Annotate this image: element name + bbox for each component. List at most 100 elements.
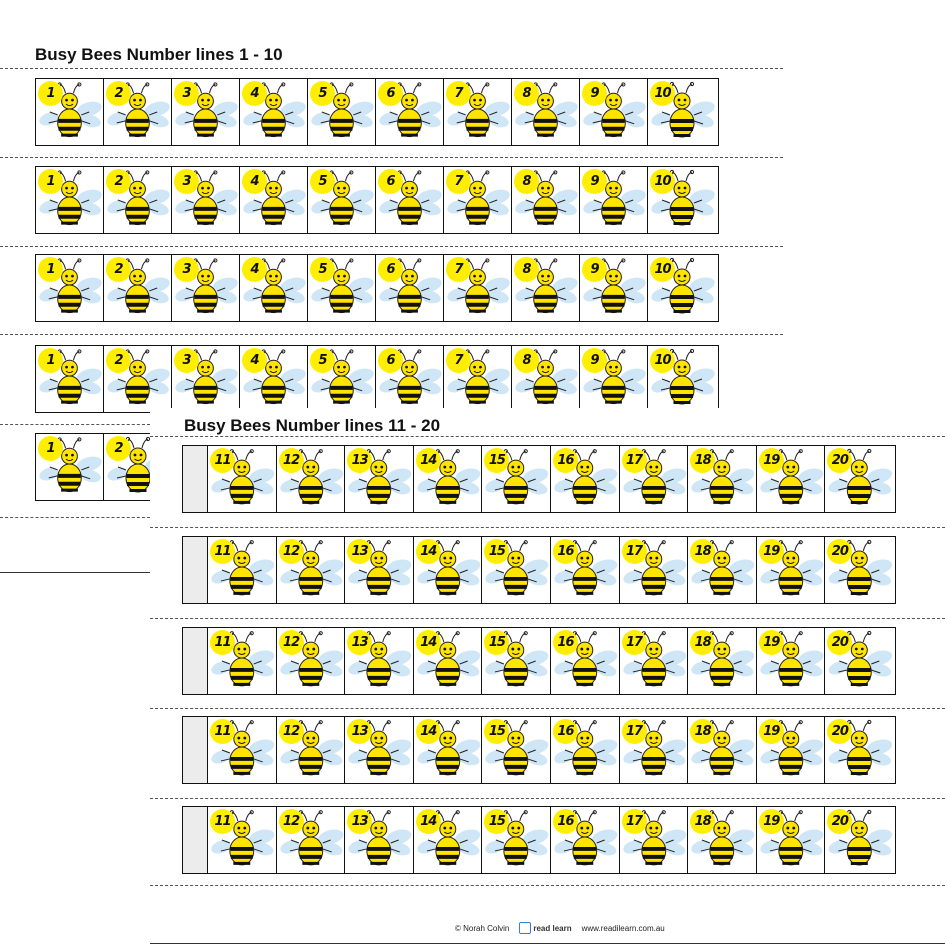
bee-icon [515, 170, 578, 226]
bee-cell: 1 [36, 79, 104, 145]
bee-cell: 20 [825, 628, 894, 694]
bee-icon [485, 540, 549, 596]
number-label: 4 [242, 348, 267, 373]
readilearn-logo: read learn [519, 922, 572, 934]
bee-icon [417, 540, 481, 596]
bee-icon [311, 82, 374, 138]
cut-line [150, 527, 945, 528]
bee-icon [348, 720, 412, 776]
bee-cell: 3 [172, 346, 240, 412]
number-label: 20 [827, 448, 853, 473]
number-label: 16 [552, 719, 578, 744]
number-label: 15 [484, 630, 510, 655]
bee-cell: 2 [104, 346, 172, 412]
bee-icon [417, 449, 481, 505]
bee-cell: 17 [620, 446, 689, 512]
bee-icon [379, 82, 442, 138]
number-label: 3 [174, 169, 199, 194]
number-label: 20 [827, 539, 853, 564]
number-label: 3 [174, 348, 199, 373]
bee-cell: 6 [376, 346, 444, 412]
logo-text: read learn [533, 923, 572, 933]
bee-icon [279, 449, 343, 505]
number-label: 13 [347, 809, 373, 834]
bee-icon [379, 170, 442, 226]
bee-icon [829, 719, 893, 776]
bee-icon [379, 258, 442, 314]
bee-icon [760, 810, 824, 866]
glue-tab [183, 717, 208, 783]
bee-cell: 16 [551, 628, 620, 694]
sheet-title: Busy Bees Number lines 1 - 10 [35, 45, 283, 64]
number-label: 1 [38, 81, 63, 106]
bee-cell: 1 [36, 434, 104, 500]
number-label: 14 [415, 719, 441, 744]
bee-icon [175, 258, 238, 314]
number-label: 4 [242, 81, 267, 106]
bee-cell: 19 [757, 717, 826, 783]
bee-icon [760, 720, 824, 776]
bee-cell: 4 [240, 167, 308, 233]
bee-cell: 15 [482, 807, 551, 873]
bee-icon [447, 170, 510, 226]
bee-icon [651, 348, 715, 405]
cut-line [0, 424, 150, 425]
website-text: www.readilearn.com.au [581, 923, 665, 933]
bee-cell: 2 [104, 167, 172, 233]
bee-icon [39, 349, 102, 405]
bee-icon [348, 540, 412, 596]
bee-icon [243, 82, 306, 138]
bee-icon [417, 720, 481, 776]
bee-cell: 3 [172, 167, 240, 233]
bee-cell: 19 [757, 807, 826, 873]
bee-cell: 13 [345, 717, 414, 783]
number-label: 10 [650, 81, 675, 106]
glue-tab [183, 807, 208, 873]
bee-icon [691, 720, 755, 776]
bee-cell: 13 [345, 537, 414, 603]
number-label: 12 [278, 539, 304, 564]
bee-icon [760, 631, 824, 687]
bee-cell: 18 [688, 628, 757, 694]
bee-icon [279, 631, 343, 687]
bee-icon [651, 257, 715, 314]
bee-cell: 16 [551, 537, 620, 603]
bee-cell: 4 [240, 79, 308, 145]
cut-line [0, 334, 783, 335]
bee-icon [211, 449, 275, 505]
bee-icon [211, 810, 275, 866]
bee-cell: 12 [277, 628, 346, 694]
bee-cell: 7 [444, 167, 512, 233]
bee-icon [583, 349, 646, 405]
bee-icon [583, 82, 646, 138]
number-label: 13 [347, 719, 373, 744]
number-label: 15 [484, 809, 510, 834]
number-label: 19 [758, 809, 784, 834]
bee-cell: 8 [512, 346, 580, 412]
number-label: 11 [210, 539, 235, 564]
number-label: 17 [621, 630, 647, 655]
bee-cell: 20 [825, 446, 894, 512]
bee-cell: 9 [580, 167, 648, 233]
bee-cell: 15 [482, 628, 551, 694]
cut-line [0, 246, 783, 247]
bee-cell: 14 [414, 446, 483, 512]
bee-icon [760, 449, 824, 505]
number-label: 7 [446, 257, 471, 282]
bee-cell: 11 [208, 537, 277, 603]
bee-cell: 7 [444, 255, 512, 321]
glue-tab [183, 628, 208, 694]
bee-icon [39, 437, 102, 493]
number-label: 9 [582, 257, 607, 282]
number-label: 14 [415, 539, 441, 564]
number-label: 5 [310, 169, 335, 194]
bee-icon [39, 170, 102, 226]
bee-icon [107, 170, 170, 226]
cut-line [150, 885, 945, 886]
cut-line [150, 708, 945, 709]
number-label: 18 [690, 539, 716, 564]
number-label: 9 [582, 169, 607, 194]
bee-cell: 5 [308, 255, 376, 321]
